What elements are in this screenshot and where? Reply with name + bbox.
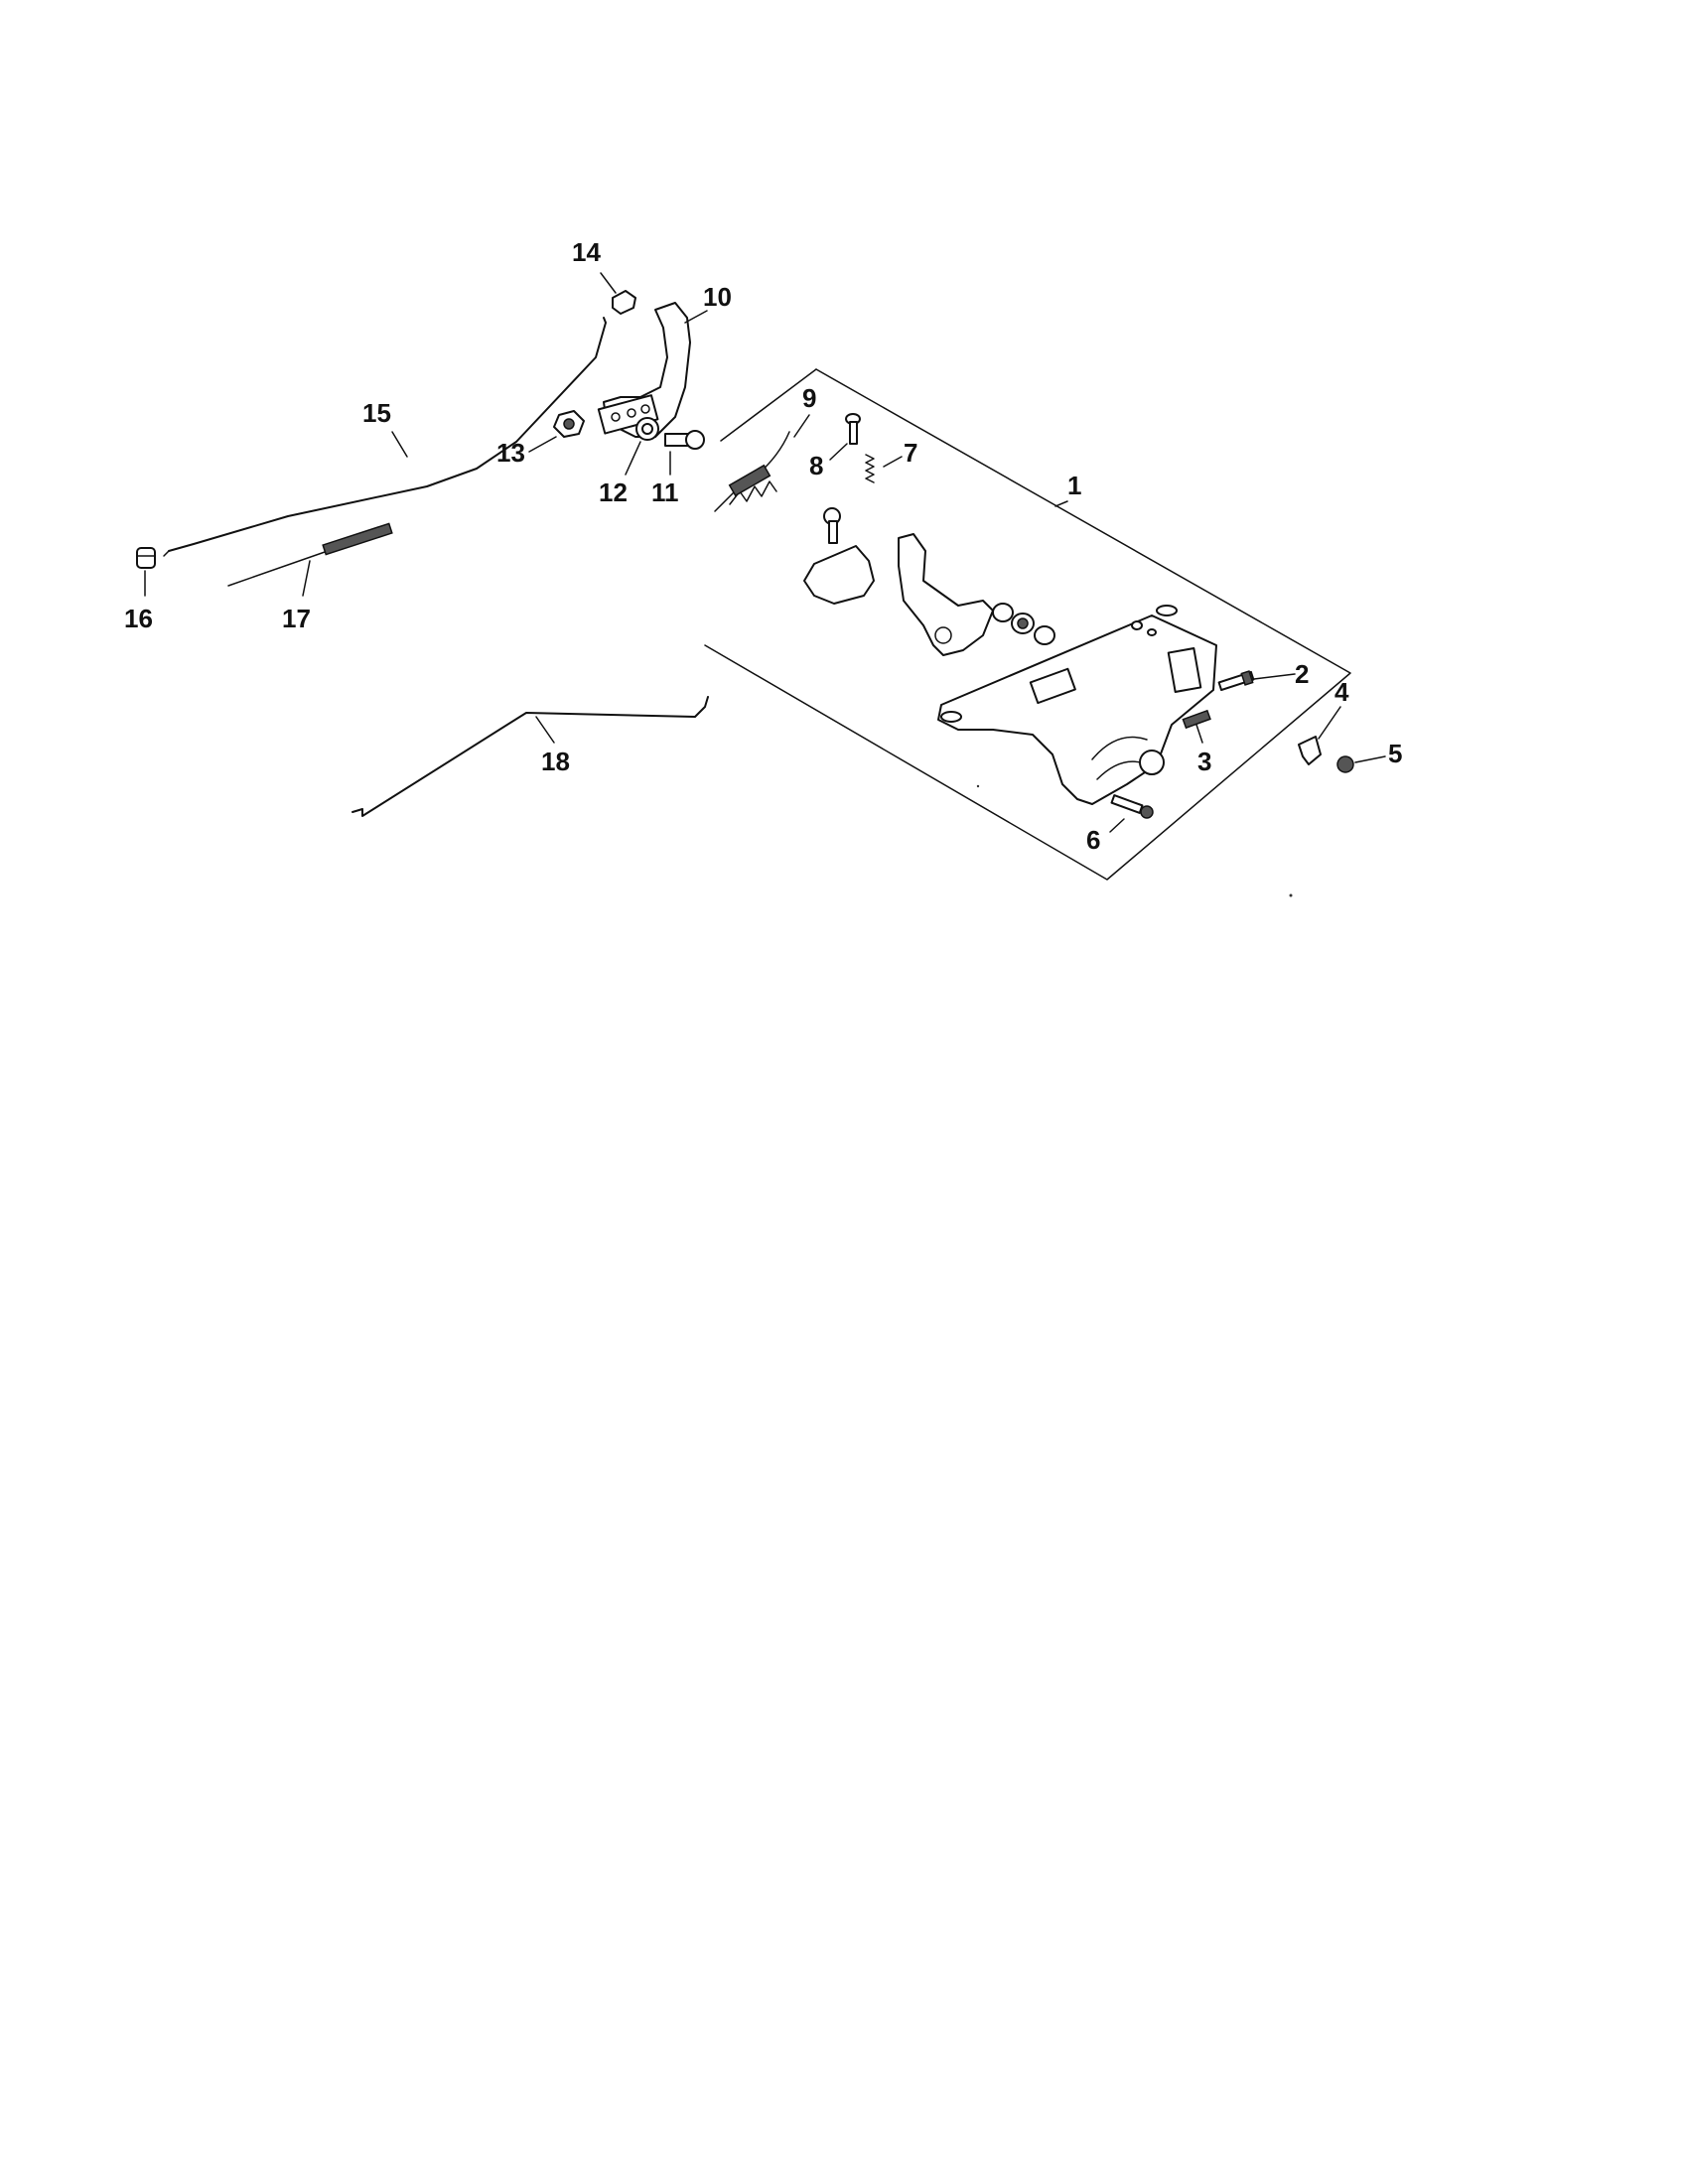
callout-4: 4 bbox=[1334, 677, 1349, 707]
spring-3 bbox=[1182, 709, 1211, 730]
callout-16: 16 bbox=[124, 604, 153, 633]
nut-13 bbox=[553, 410, 585, 438]
spring-9 bbox=[714, 431, 790, 512]
screw-5 bbox=[1336, 755, 1354, 773]
callout-1: 1 bbox=[1067, 471, 1081, 500]
callout-6: 6 bbox=[1086, 825, 1100, 855]
assembly-outline bbox=[704, 368, 1351, 881]
screw-6 bbox=[1110, 794, 1154, 819]
control-bracket bbox=[937, 605, 1217, 805]
speck bbox=[976, 784, 980, 788]
speck bbox=[1289, 893, 1293, 897]
spring-7 bbox=[865, 454, 875, 483]
leader-lines bbox=[144, 272, 1386, 833]
rod-18 bbox=[351, 696, 709, 817]
callout-12: 12 bbox=[599, 478, 628, 507]
clip-4 bbox=[1298, 736, 1322, 765]
callout-11: 11 bbox=[651, 478, 679, 507]
callout-15: 15 bbox=[362, 398, 391, 428]
callout-18: 18 bbox=[541, 747, 570, 776]
spring-17 bbox=[227, 522, 393, 587]
callout-labels: 1 2 3 4 5 6 7 8 9 10 11 12 13 14 15 16 1… bbox=[124, 237, 1402, 855]
rod-15 bbox=[163, 317, 607, 557]
clip-14 bbox=[612, 290, 636, 315]
choke-link bbox=[803, 507, 875, 605]
bolt-2 bbox=[1217, 670, 1255, 692]
screw-8 bbox=[845, 413, 861, 445]
callout-17: 17 bbox=[282, 604, 311, 633]
callout-13: 13 bbox=[496, 438, 525, 468]
governor-lever bbox=[898, 533, 1055, 656]
fitting-16 bbox=[136, 547, 156, 569]
callout-2: 2 bbox=[1295, 659, 1309, 689]
callout-8: 8 bbox=[809, 451, 823, 480]
callout-5: 5 bbox=[1388, 739, 1402, 768]
callout-3: 3 bbox=[1197, 747, 1211, 776]
bolt-11 bbox=[664, 430, 705, 450]
callout-7: 7 bbox=[904, 438, 917, 468]
callout-10: 10 bbox=[703, 282, 732, 312]
throttle-lever-10 bbox=[597, 302, 691, 438]
washer-12 bbox=[635, 417, 659, 441]
callout-9: 9 bbox=[802, 383, 816, 413]
callout-14: 14 bbox=[572, 237, 601, 267]
